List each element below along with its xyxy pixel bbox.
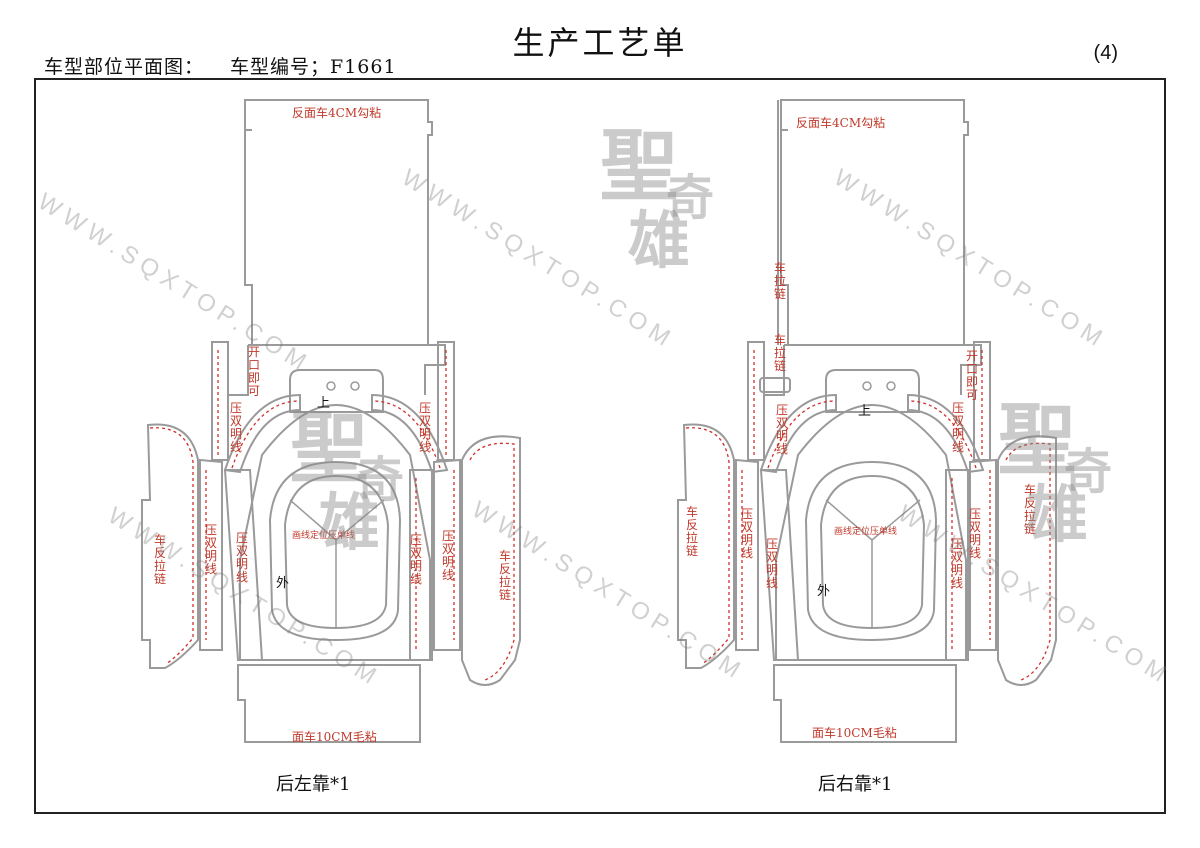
logo-char-2: 奇 [356,452,405,508]
left-stitch-note-4: 压双明线 [236,531,249,584]
right-stitch-note-2: 压双明线 [952,401,965,454]
right-zip-note-1: 车拉链 [774,261,787,301]
left-stitch-note-1: 压双明线 [230,401,243,454]
right-opening-note: 开口即可 [966,349,979,402]
right-stitch-note-5: 压双明线 [951,537,964,590]
right-zip-pull [759,377,791,393]
right-reverse-zip-note-2: 车反拉链 [1024,483,1037,536]
left-outer-label: 外 [276,576,290,591]
header-info: 车型部位平面图： 车型编号；F1661 [44,52,423,79]
logo-char-2: 奇 [1064,444,1113,500]
left-reverse-zip-note-2: 车反拉链 [499,549,512,602]
right-stitch-note-4: 压双明线 [766,537,779,590]
left-stitch-note-2: 压双明线 [419,401,432,454]
left-center-line-note: 画线定位压单线 [292,531,356,541]
logo-char-3: 雄 [318,486,381,559]
right-reverse-zip-note-1: 车反拉链 [686,505,699,558]
watermark-logo-2: 聖 奇 雄 [290,404,404,554]
document-title: 生产工艺单 [512,24,688,62]
right-stitch-note-6: 压双明线 [969,507,982,560]
left-reverse-zip-note-1: 车反拉链 [154,533,167,586]
right-stitch-note-1: 压双明线 [776,403,789,456]
logo-char-1: 聖 [600,122,679,212]
right-bottom-panel-note: 面车10CM毛粘 [812,726,897,740]
left-caption: 后左靠*1 [276,774,351,795]
logo-char-1: 聖 [290,404,369,494]
plan-label: 车型部位平面图： [44,56,205,78]
left-stitch-note-3: 压双明线 [205,523,218,576]
logo-char-2: 奇 [666,170,715,226]
left-opening-note: 开口即可 [248,345,261,398]
right-center-line-note: 画线定位压单线 [834,527,898,537]
right-outer-label: 外 [817,584,831,599]
page-number: (4) [1093,42,1118,64]
right-stitch-note-3: 压双明线 [741,507,754,560]
logo-char-3: 雄 [1026,478,1089,551]
logo-char-3: 雄 [628,204,691,277]
left-stitch-note-5: 压双明线 [410,533,423,586]
drawing-frame [34,78,1166,814]
left-bottom-panel-note: 面车10CM毛粘 [292,730,377,744]
right-caption: 后右靠*1 [818,774,893,795]
watermark-logo-1: 聖 奇 雄 [600,122,714,272]
right-zip-note-2: 车拉链 [774,333,787,373]
left-stitch-note-6: 压双明线 [442,529,455,582]
left-top-panel-note: 反面车4CM勾粘 [292,106,382,120]
left-up-label: 上 [317,396,331,411]
watermark-logo-3: 聖 奇 雄 [998,396,1112,546]
logo-char-1: 聖 [998,396,1077,486]
right-top-panel-note: 反面车4CM勾粘 [796,116,886,130]
right-up-label: 上 [858,404,872,419]
model-number: 车型编号；F1661 [230,56,397,78]
